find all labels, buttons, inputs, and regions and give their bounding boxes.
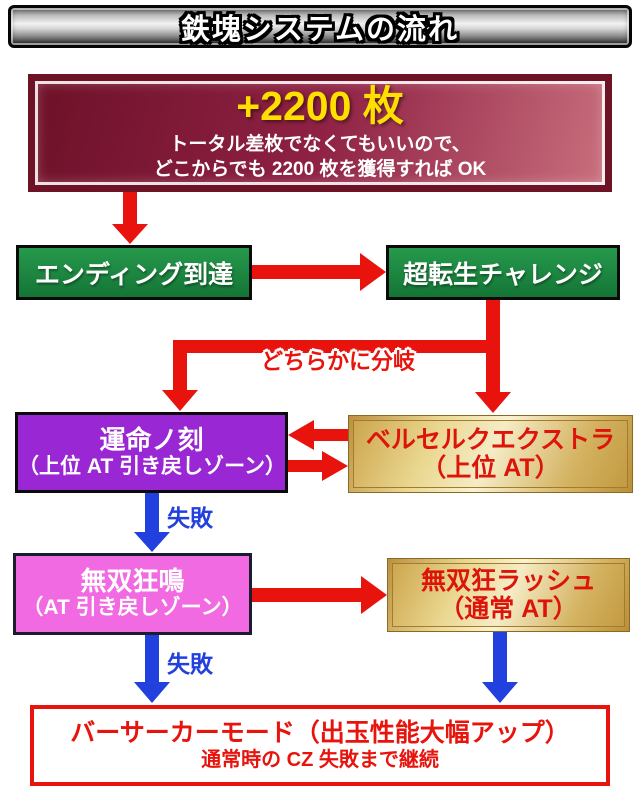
node-challenge-label: 超転生チャレンジ: [403, 260, 603, 289]
arrow-fail-unmei-to-kyomei: [134, 493, 170, 552]
node-unmei-line-1: 運命ノ刻: [99, 424, 204, 455]
summary-box: +2200 枚 トータル差枚でなくてもいいので、 どこからでも 2200 枚を獲…: [28, 74, 612, 192]
node-kyomei-line-1: 無双狂鳴: [80, 566, 185, 597]
arrow-kyomei-to-rush: [252, 576, 387, 614]
arrow-rush-to-berserker: [482, 632, 518, 703]
node-ending-label: エンディング到達: [34, 260, 234, 289]
node-rush-line-1: 無双狂ラッシュ: [420, 566, 596, 595]
summary-line-1: トータル差枚でなくてもいいので、: [169, 133, 471, 155]
fail-label-upper: 失敗: [167, 505, 213, 531]
summary-headline: +2200 枚: [236, 82, 404, 129]
node-berserker-line-1: バーサーカーモード（出玉性能大幅アップ）: [70, 719, 570, 747]
node-berserker-line-2: 通常時の CZ 失敗まで継続: [201, 749, 439, 771]
arrow-unmei-to-berserk: [288, 451, 348, 481]
arrow-fail-kyomei-to-berserker: [134, 635, 170, 703]
node-unmei-line-2: （上位 AT 引き戻しゾーン）: [18, 454, 287, 478]
title-banner: 鉄塊システムの流れ: [8, 5, 632, 48]
node-rush-line-2: （通常 AT）: [439, 594, 578, 623]
node-musou-rush-panel: 無双狂ラッシュ （通常 AT）: [392, 563, 625, 627]
node-ending: エンディング到達: [16, 245, 252, 300]
arrow-challenge-to-berserk: [475, 300, 511, 413]
arrow-branch-to-unmei: [162, 340, 198, 411]
page-title: 鉄塊システムの流れ: [180, 13, 460, 46]
node-kyomei-line-2: （AT 引き戻しゾーン）: [22, 596, 243, 620]
node-berserk-extra: ベルセルクエクストラ （上位 AT）: [348, 415, 633, 493]
fail-label-lower: 失敗: [167, 651, 213, 677]
arrow-ending-to-challenge: [252, 253, 386, 291]
arrow-berserk-to-unmei: [288, 420, 348, 450]
node-musou-rush: 無双狂ラッシュ （通常 AT）: [387, 558, 630, 632]
node-berserker-mode: バーサーカーモード（出玉性能大幅アップ） 通常時の CZ 失敗まで継続: [30, 705, 610, 786]
branch-label: どちらかに分岐: [260, 349, 415, 374]
arrow-summary-to-ending: [112, 192, 148, 244]
node-berserk-extra-panel: ベルセルクエクストラ （上位 AT）: [353, 420, 628, 488]
summary-line-2: どこからでも 2200 枚を獲得すれば OK: [153, 158, 487, 180]
node-challenge: 超転生チャレンジ: [386, 245, 620, 300]
node-berserk-line-1: ベルセルクエクストラ: [365, 425, 616, 454]
node-unmei-no-toki: 運命ノ刻 （上位 AT 引き戻しゾーン）: [15, 412, 288, 493]
node-berserk-line-2: （上位 AT）: [421, 453, 560, 482]
node-musou-kyomei: 無双狂鳴 （AT 引き戻しゾーン）: [13, 553, 252, 635]
